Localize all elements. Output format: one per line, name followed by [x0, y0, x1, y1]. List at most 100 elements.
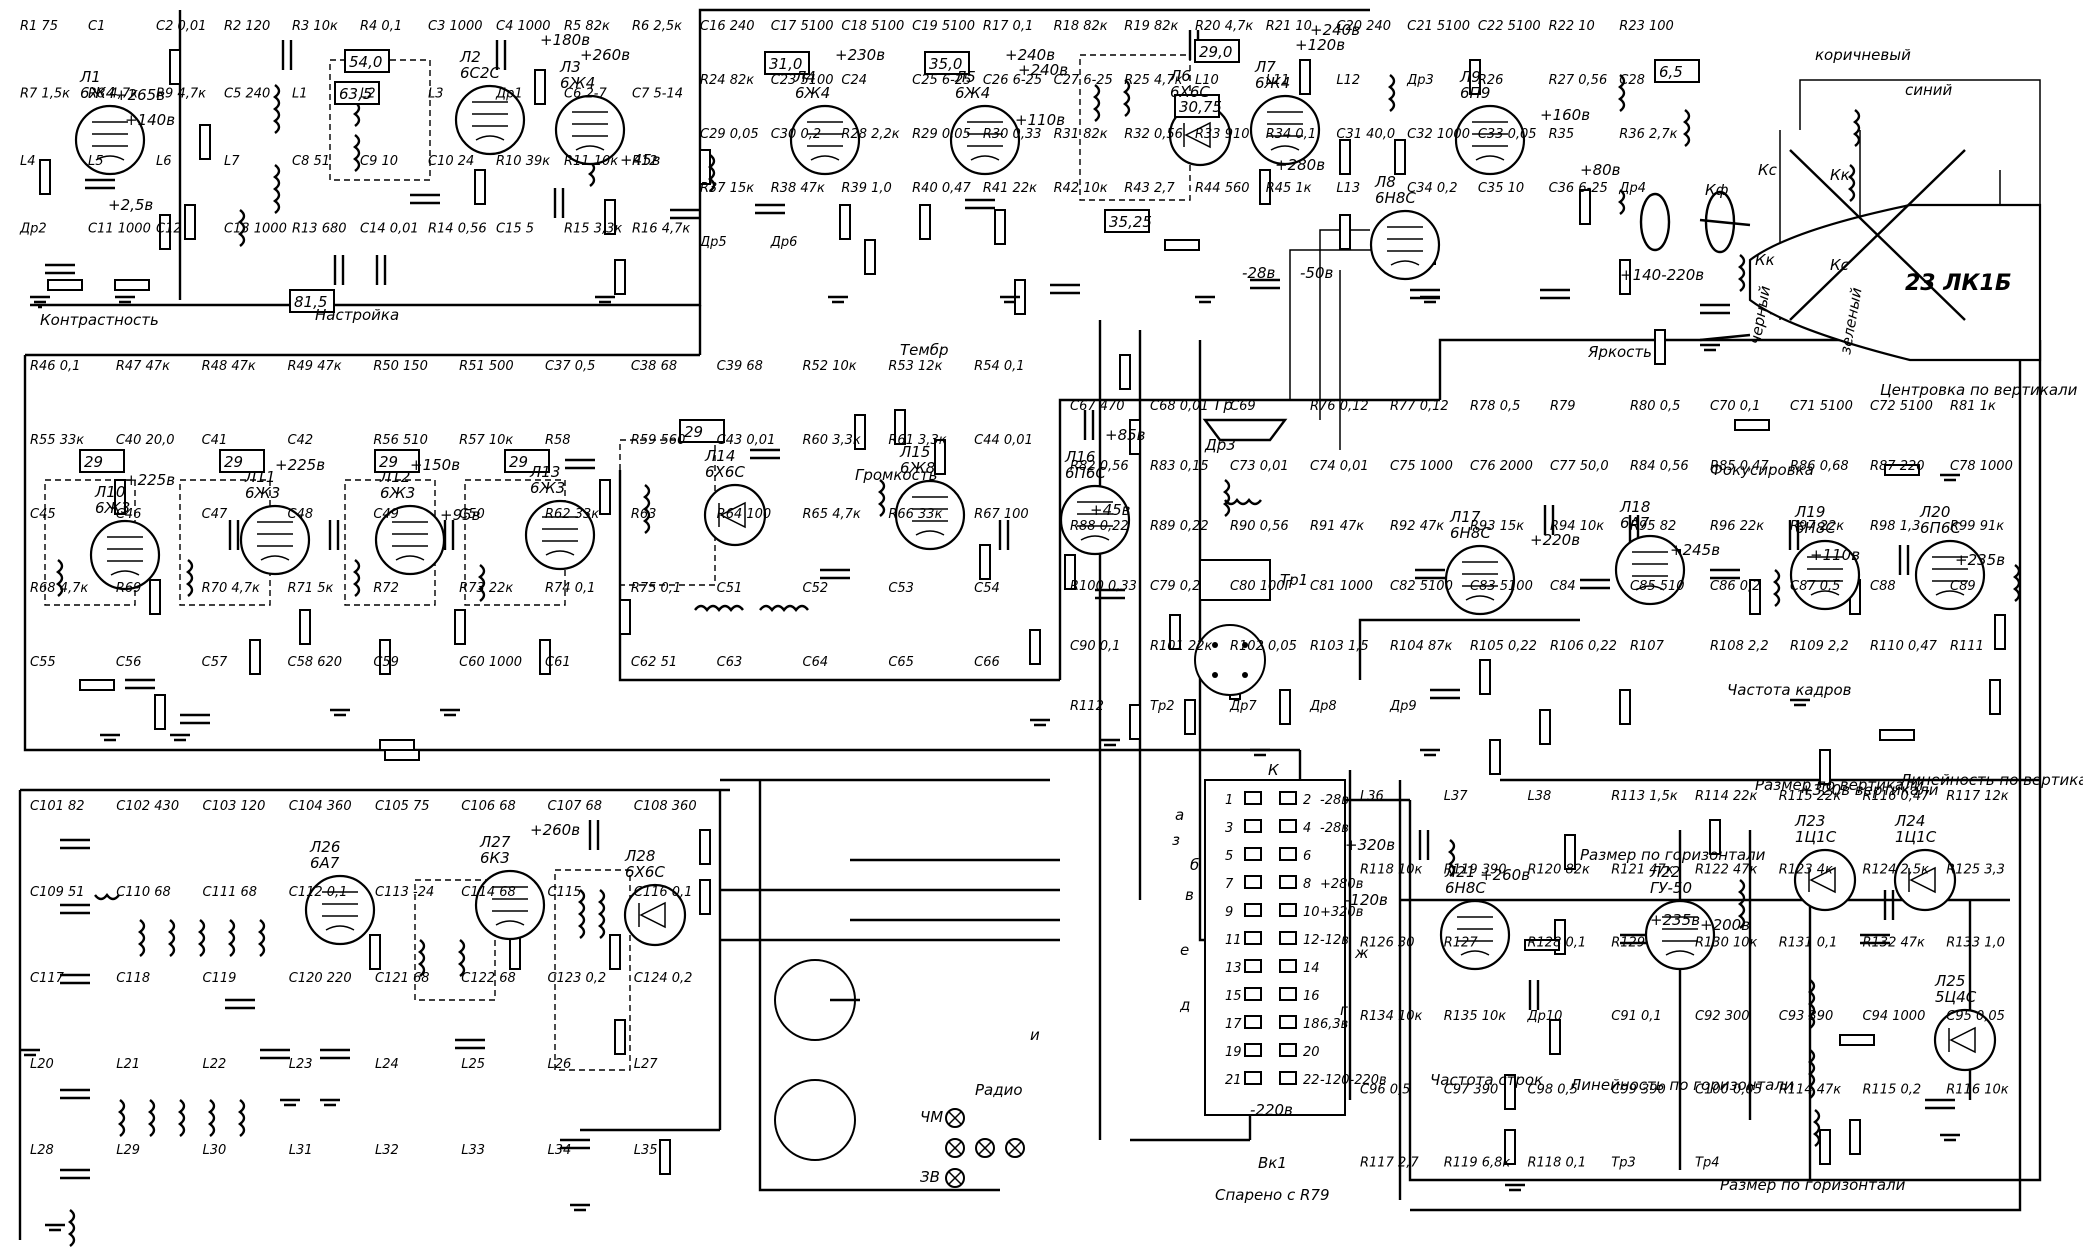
- boxed-value: 35,25: [1109, 213, 1152, 231]
- component-label: C98 0,5: [1528, 1082, 1578, 1097]
- voltage-label: +240в: [1310, 21, 1360, 39]
- voltage-label: +120в: [1295, 36, 1345, 54]
- component-label: C54: [974, 581, 1000, 596]
- tube-ref: Л4: [794, 68, 816, 86]
- component-label: C43 0,01: [717, 433, 776, 448]
- vacuum-tube: [1369, 209, 1441, 281]
- component-label: C104 360: [289, 799, 352, 814]
- connector-letter: е: [1180, 941, 1189, 959]
- connector-pin-left: 17: [1225, 1017, 1242, 1032]
- connector-pin-left: 21: [1225, 1073, 1242, 1088]
- vacuum-tube: [524, 499, 596, 571]
- component-label: C34 0,2: [1407, 181, 1457, 196]
- component-label: R119 6,8к: [1444, 1156, 1511, 1171]
- boxed-value: 30,75: [1179, 98, 1222, 116]
- component-label: C31 40,0: [1336, 127, 1395, 142]
- vacuum-tube: [1454, 104, 1526, 176]
- boxed-value: 29,0: [1199, 43, 1232, 61]
- component-label: C10 24: [428, 154, 474, 169]
- component-label: R117 2,7: [1360, 1156, 1419, 1171]
- component-label: R108 2,2: [1710, 639, 1769, 654]
- vacuum-tube: [1933, 1008, 1997, 1072]
- component-label: C42: [288, 433, 314, 448]
- component-label: C38 68: [631, 359, 677, 374]
- connector-pin-right: 6: [1303, 849, 1311, 864]
- component-label: L6: [156, 154, 172, 169]
- component-label: R33 910: [1195, 127, 1250, 142]
- vacuum-tube: [1439, 899, 1511, 971]
- voltage-label: +180в: [540, 31, 590, 49]
- component-label: C16 240: [700, 19, 755, 34]
- component-label: C21 5100: [1407, 19, 1470, 34]
- connector-pin-voltage: -12в: [1320, 933, 1349, 948]
- component-label: R92 47к: [1390, 519, 1444, 534]
- connector-pin-voltage: +320в: [1320, 905, 1363, 920]
- component-label: C63: [717, 655, 743, 670]
- tube-ref: Л14: [704, 447, 735, 465]
- wire-brown-label: коричневый: [1815, 46, 1911, 64]
- component-label: C85 510: [1630, 579, 1685, 594]
- component-label: C75 1000: [1390, 459, 1453, 474]
- tube-type: ГУ-50: [1650, 879, 1692, 897]
- component-label: L27: [634, 1057, 659, 1072]
- component-label: C7 5-14: [632, 87, 683, 102]
- component-label: R52 10к: [803, 359, 857, 374]
- component-label: C56: [116, 655, 142, 670]
- component-label: C48: [288, 507, 314, 522]
- component-label: R40 0,47: [912, 181, 971, 196]
- tube-ref: Л17: [1449, 508, 1481, 526]
- component-label: R4 0,1: [360, 19, 402, 34]
- tube-type: 6Ж4: [1255, 74, 1290, 92]
- vacuum-tube: [1444, 544, 1516, 616]
- tube-type: 1Ц1С: [1795, 828, 1837, 846]
- component-label: R81 1к: [1950, 399, 1996, 414]
- component-label: R3 10к: [292, 19, 338, 34]
- voltage-label: +280в: [1275, 156, 1325, 174]
- connector-pin-voltage: 6,3в: [1320, 1017, 1348, 1032]
- component-label: C76 2000: [1470, 459, 1533, 474]
- component-label: R28 2,2к: [841, 127, 899, 142]
- component-label: R38 47к: [771, 181, 825, 196]
- component-label: R125 3,3: [1946, 862, 2005, 877]
- connector-pin-right: 4: [1303, 821, 1311, 836]
- component-label: C46: [116, 507, 142, 522]
- component-label: R29 0,05: [912, 127, 971, 142]
- tube-type: 6Н8С: [1450, 524, 1491, 542]
- voltage-label: +230в: [835, 46, 885, 64]
- component-label: C25 6-25: [912, 73, 971, 88]
- component-label: C8 51: [292, 154, 330, 169]
- connector-pin-left: 11: [1225, 933, 1242, 948]
- component-label: R59 560: [631, 433, 686, 448]
- component-label: R130 10к: [1695, 936, 1758, 951]
- connector-pin-left: 1: [1225, 793, 1233, 808]
- vacuum-tube: [454, 84, 526, 156]
- component-label: C17 5100: [771, 19, 834, 34]
- tube-ref: Л6: [1169, 67, 1191, 85]
- component-label: R115 22к: [1779, 789, 1842, 804]
- component-label: R73 22к: [459, 581, 513, 596]
- component-label: R83 0,15: [1150, 459, 1209, 474]
- component-label: Др3: [1406, 73, 1434, 88]
- component-label: C113 -24: [375, 885, 434, 900]
- voltage-label: +260в: [530, 821, 580, 839]
- label-radio: Радио: [975, 1081, 1023, 1099]
- tube-ref: Л21: [1444, 863, 1475, 881]
- vacuum-tube: [304, 874, 376, 946]
- component-label: R128 0,1: [1528, 936, 1587, 951]
- component-label: R32 0,56: [1124, 127, 1183, 142]
- component-label: R101 22к: [1150, 639, 1213, 654]
- component-label: C19 5100: [912, 19, 975, 34]
- component-label: C61: [545, 655, 571, 670]
- component-label: C11 1000: [88, 222, 151, 237]
- component-label: R20 4,7к: [1195, 19, 1253, 34]
- voltage-label: +240в: [1005, 46, 1055, 64]
- connector-pin-left: 3: [1225, 821, 1233, 836]
- tube-type: 6Х6С: [625, 863, 665, 881]
- resistors: [39, 49, 2006, 1175]
- component-label: R21 10: [1266, 19, 1312, 34]
- component-label: L7: [224, 154, 240, 169]
- connector-pin-right: 2: [1303, 793, 1311, 808]
- component-label: R116 10к: [1946, 1082, 2009, 1097]
- component-label: R57 10к: [459, 433, 513, 448]
